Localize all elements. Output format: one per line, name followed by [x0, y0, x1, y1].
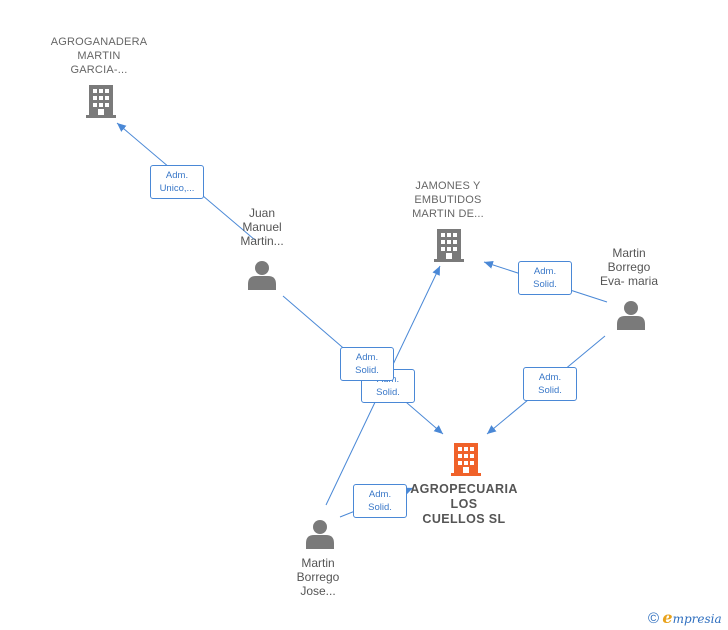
label-line: Borrego: [607, 260, 651, 274]
label-line: CUELLOS SL: [422, 512, 506, 526]
edge-label-line: Solid.: [355, 365, 379, 376]
label-line: Eva- maria: [599, 274, 658, 288]
edge-label-line: Adm.: [368, 489, 392, 500]
logo-letter-e: e: [662, 608, 673, 627]
edge-label-adm-solid[interactable]: Adm. Solid.: [353, 484, 407, 518]
edge-label-line: Solid.: [376, 387, 400, 398]
building-icon[interactable]: [434, 229, 464, 262]
company-label-agroganadera[interactable]: AGROGANADERA MARTIN GARCIA-...: [40, 35, 158, 77]
company-label-jamones[interactable]: JAMONES Y EMBUTIDOS MARTIN DE...: [392, 179, 504, 221]
label-line: EMBUTIDOS: [414, 194, 482, 206]
building-icon[interactable]: [86, 85, 116, 118]
label-line: Martin: [301, 556, 335, 570]
person-label-eva[interactable]: Martin Borrego Eva- maria: [589, 246, 669, 288]
edge-label-adm-solid[interactable]: Adm. Solid.: [340, 347, 394, 381]
edge-label-line: Adm.: [165, 170, 189, 181]
label-line: Juan: [248, 206, 276, 220]
label-line: JAMONES Y: [415, 180, 481, 192]
edge-label-line: Adm.: [533, 266, 557, 277]
label-line: Borrego: [296, 570, 340, 584]
edge-label-line: Adm.: [538, 372, 562, 383]
edge-label-line: Unico,...: [159, 183, 195, 194]
empresia-logo[interactable]: © empresia: [648, 608, 722, 627]
person-icon[interactable]: [617, 301, 645, 330]
label-line: MARTIN: [77, 50, 121, 62]
label-line: MARTIN DE...: [412, 208, 484, 220]
logo-wordmark: mpresia: [672, 612, 722, 626]
label-line: AGROGANADERA: [50, 36, 148, 48]
label-line: Martin...: [240, 234, 284, 248]
person-icon[interactable]: [248, 261, 276, 290]
edge-label-adm-unico[interactable]: Adm. Unico,...: [150, 165, 204, 199]
edge-label-line: Solid.: [533, 279, 557, 290]
person-label-jose[interactable]: Martin Borrego Jose...: [278, 556, 358, 598]
person-icon[interactable]: [306, 520, 334, 549]
main-building-icon[interactable]: [451, 443, 481, 476]
copyright-symbol: ©: [648, 610, 660, 627]
edge-label-line: Adm.: [355, 352, 379, 363]
label-line: LOS: [450, 497, 478, 511]
label-line: Jose...: [300, 584, 336, 598]
label-line: AGROPECUARIA: [410, 482, 518, 496]
edge-label-line: Solid.: [538, 385, 562, 396]
person-label-juan[interactable]: Juan Manuel Martin...: [222, 206, 302, 248]
company-label-agropecuaria[interactable]: AGROPECUARIA LOS CUELLOS SL: [402, 482, 526, 527]
label-line: Martin: [612, 246, 646, 260]
edge-label-line: Solid.: [368, 502, 392, 513]
edge-label-adm-solid[interactable]: Adm. Solid.: [523, 367, 577, 401]
label-line: Manuel: [242, 220, 282, 234]
label-line: GARCIA-...: [70, 64, 128, 76]
edge-label-adm-solid[interactable]: Adm. Solid.: [518, 261, 572, 295]
